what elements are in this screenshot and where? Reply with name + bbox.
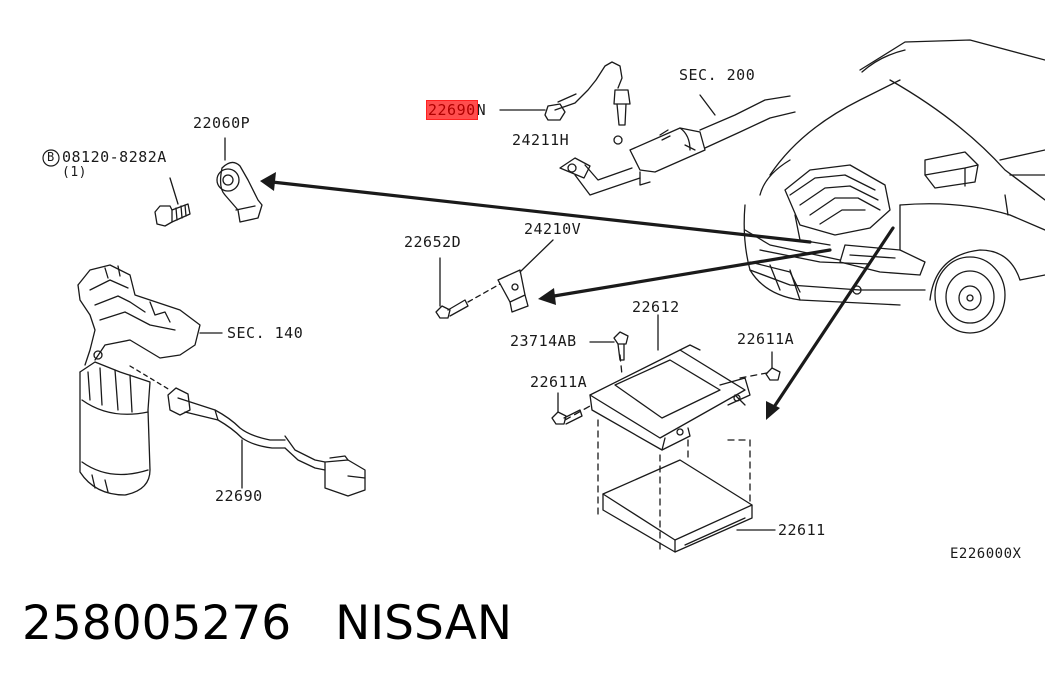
label-sec-200: SEC. 200	[679, 66, 756, 84]
ecm-unit-22611	[602, 459, 776, 553]
exhaust-pipe-sec200	[559, 94, 796, 196]
ecm-dashed-guides	[564, 354, 773, 551]
label-22060p: 22060P	[193, 114, 251, 132]
bracket-24210v	[497, 239, 554, 313]
label-24211h: 24211H	[512, 131, 570, 149]
knock-sensor-22060p	[216, 137, 263, 223]
label-24210v: 24210V	[524, 220, 582, 238]
b-circle-icon	[42, 149, 60, 167]
label-22690-lower: 22690	[215, 487, 263, 505]
bolt-22611a-right	[765, 351, 781, 381]
ecm-bracket-22612	[589, 314, 751, 451]
highlighted-suffix: N	[476, 101, 487, 119]
bolt-08120-8282a	[154, 177, 191, 227]
label-22611: 22611	[778, 521, 826, 539]
arrowheads	[260, 172, 780, 420]
pointer-arrows	[270, 180, 895, 412]
footer-brand: NISSAN	[335, 596, 513, 651]
label-22611a-left: 22611A	[530, 373, 588, 391]
bolt-23714ab	[589, 331, 629, 361]
bolt-22611a-left	[551, 392, 583, 425]
bolt-circle-letter: B	[47, 150, 55, 164]
label-23714ab: 23714AB	[510, 332, 577, 350]
label-bolt-qty: (1)	[62, 165, 87, 180]
oxygen-sensor-upper	[499, 61, 631, 126]
highlighted-part-number[interactable]: 22690	[426, 100, 478, 120]
label-sec-140: SEC. 140	[227, 324, 304, 342]
label-22611a-right: 22611A	[737, 330, 795, 348]
car-front-illustration	[743, 39, 1045, 334]
diagram-id: E226000X	[950, 546, 1022, 562]
label-22690-highlighted[interactable]: 22690N	[426, 100, 487, 120]
footer-part-number: 258005276	[22, 596, 292, 651]
oxygen-sensor-lower	[167, 387, 366, 497]
bolt-22652d	[435, 257, 501, 319]
label-bolt-part: 08120-8282A	[62, 148, 167, 166]
label-22652d: 22652D	[404, 233, 462, 251]
label-22612: 22612	[632, 298, 680, 316]
catalytic-converter	[77, 264, 223, 496]
